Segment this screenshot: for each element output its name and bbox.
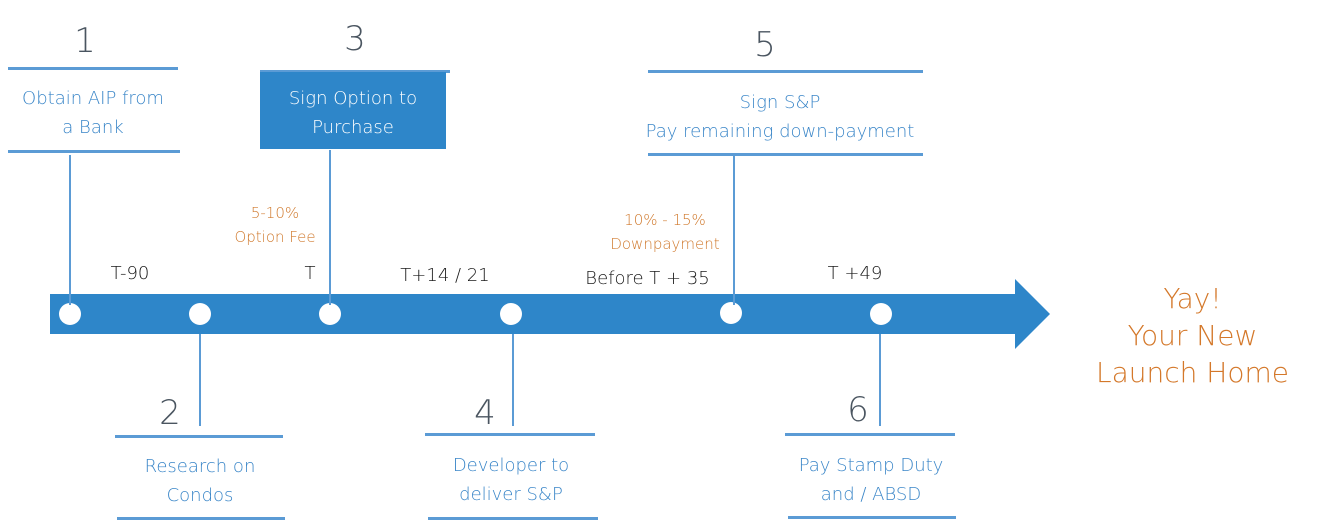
ending-line-2: Your New [1127,319,1258,352]
step-label-4-line-2: deliver S&P [459,484,563,505]
connector-step-4 [512,334,514,426]
step-number-5: 5 [754,25,776,65]
step-label-6: Pay Stamp Duty and / ABSD [785,451,957,509]
step-label-6-line-1: Pay Stamp Duty [798,455,944,476]
step-label-6-line-2: and / ABSD [820,484,922,505]
marker-t: T [304,263,316,284]
step-label-5: Sign S&P Pay remaining down-payment [630,88,930,146]
step-number-2: 2 [159,393,181,433]
step-label-5-line-2: Pay remaining down-payment [645,121,915,142]
ending-line-1: Yay! [1163,282,1222,315]
step-rule-top-3 [260,70,450,73]
step-rule-bottom-1 [8,150,180,153]
step-rule-bottom-4 [428,517,598,520]
option-fee-line-2: Option Fee [234,228,316,246]
marker-before-t-35: Before T + 35 [585,268,710,289]
connector-step-6 [879,334,881,426]
ending-line-3: Launch Home [1096,356,1289,389]
marker-t-minus-90: T-90 [110,263,150,284]
step-label-3-line-1: Sign Option to [288,88,418,109]
step-rule-top-1 [8,67,178,70]
timeline-dot-5 [720,302,742,324]
connector-step-3 [329,150,331,305]
step-label-1-line-1: Obtain AIP from [22,88,164,109]
step-number-6: 6 [847,390,869,430]
step-label-1: Obtain AIP from a Bank [8,84,178,142]
downpayment-line-1: 10% - 15% [624,211,706,229]
step-label-3: Sign Option to Purchase [260,72,446,149]
step-rule-bottom-5 [648,153,923,156]
connector-step-1 [69,155,71,305]
timeline-dot-1 [59,303,81,325]
timeline-bar [50,294,1018,334]
step-label-5-line-1: Sign S&P [739,92,821,113]
step-rule-top-2 [115,435,283,438]
step-label-3-line-2: Purchase [312,117,394,138]
step-number-1: 1 [74,21,96,61]
arrow-head-icon [1015,279,1050,349]
marker-t-plus-14-21: T+14 / 21 [400,265,490,286]
step-label-4: Developer to deliver S&P [425,451,597,509]
step-rule-bottom-2 [117,517,285,520]
step-rule-top-5 [648,70,923,73]
step-number-4: 4 [474,393,496,433]
ending-message: Yay! Your New Launch Home [1080,280,1305,391]
step-rule-bottom-6 [788,516,956,519]
step-rule-top-6 [785,433,955,436]
downpayment-label: 10% - 15% Downpayment [595,208,735,256]
step-label-2-line-2: Condos [166,485,234,506]
timeline-dot-6 [870,303,892,325]
step-label-4-line-1: Developer to [452,455,570,476]
timeline-dot-4 [500,303,522,325]
step-label-2-line-1: Research on [144,456,256,477]
step-label-2: Research on Condos [115,452,285,510]
timeline-dot-3 [319,303,341,325]
marker-t-plus-49: T +49 [827,263,883,284]
option-fee-line-1: 5-10% [250,204,300,222]
option-fee-label: 5-10% Option Fee [220,201,330,249]
step-number-3: 3 [344,19,366,59]
connector-step-5 [733,155,735,305]
timeline-dot-2 [189,303,211,325]
step-label-1-line-2: a Bank [62,117,124,138]
downpayment-line-2: Downpayment [610,235,720,253]
step-rule-top-4 [425,433,595,436]
connector-step-2 [199,334,201,426]
